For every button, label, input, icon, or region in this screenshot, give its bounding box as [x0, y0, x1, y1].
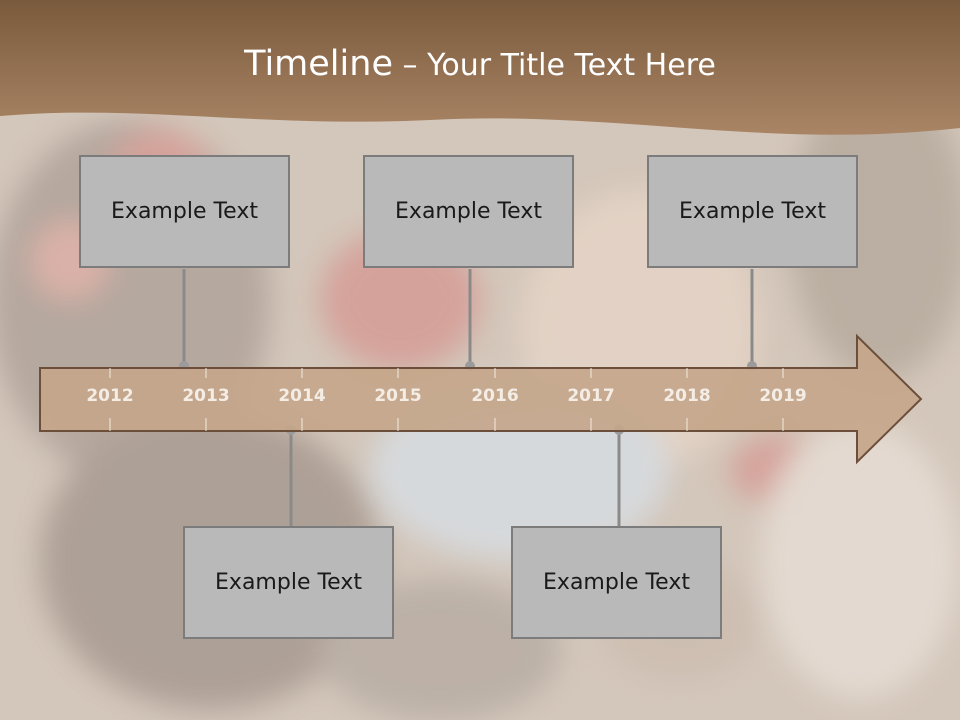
title-sub: Your Title Text Here	[427, 48, 716, 83]
title-dash: –	[392, 48, 428, 83]
year-label: 2016	[471, 386, 519, 406]
year-label: 2015	[374, 386, 422, 406]
event-box: Example Text	[79, 155, 290, 268]
year-ticks	[109, 368, 784, 431]
slide-title: Timeline – Your Title Text Here	[0, 44, 960, 84]
year-label: 2019	[759, 386, 807, 406]
year-label: 2012	[86, 386, 134, 406]
event-box: Example Text	[511, 526, 722, 639]
year-label: 2013	[182, 386, 230, 406]
title-main: Timeline	[244, 44, 393, 84]
event-box: Example Text	[183, 526, 394, 639]
timeline-arrow	[39, 333, 923, 465]
year-label: 2014	[278, 386, 326, 406]
event-box: Example Text	[647, 155, 858, 268]
year-label: 2017	[567, 386, 615, 406]
event-box: Example Text	[363, 155, 574, 268]
year-label: 2018	[663, 386, 711, 406]
